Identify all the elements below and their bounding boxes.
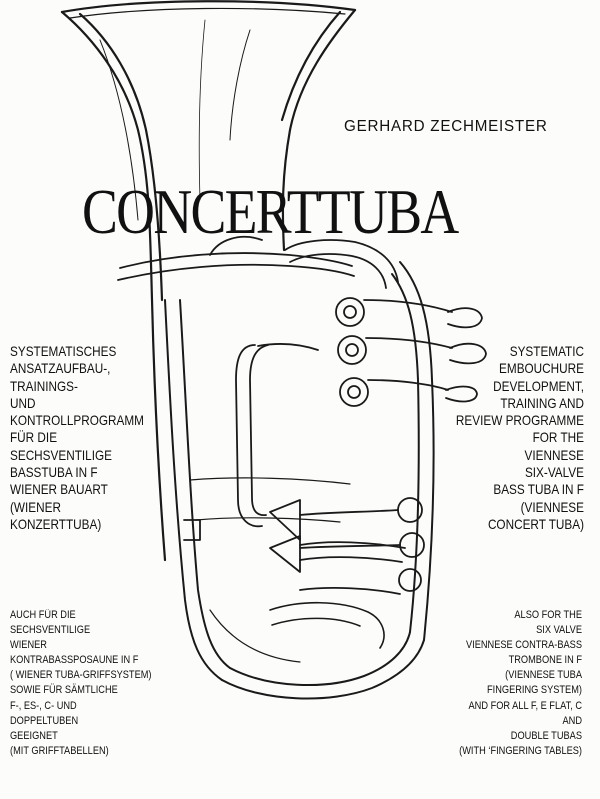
text-line: KONZERTTUBA) <box>10 515 102 532</box>
text-line: (MIT GRIFFTABELLEN) <box>10 744 109 757</box>
text-line: TROMBONE IN F <box>508 654 582 667</box>
text-line: UND <box>10 394 36 411</box>
tuba-bow <box>269 601 385 649</box>
text-line: TRAININGS- <box>10 377 78 394</box>
text-line: REVIEW PROGRAMME <box>455 412 584 429</box>
text-line: SOWIE FÜR SÄMTLICHE <box>10 684 118 697</box>
text-line: ANSATZAUFBAU-, <box>10 360 111 377</box>
text-line: ( WIENER TUBA-GRIFFSYSTEM) <box>10 669 152 682</box>
text-line: SYSTEMATIC <box>509 343 584 359</box>
text-line: EMBOUCHURE <box>499 360 584 377</box>
text-line: SIX-VALVE <box>524 464 584 481</box>
text-line: BASS TUBA IN F <box>493 481 584 498</box>
text-line: FOR THE <box>532 429 584 446</box>
text-line: SECHSVENTILIGE <box>10 624 91 637</box>
german-description: SYSTEMATISCHES ANSATZAUFBAU-, TRAININGS-… <box>10 343 161 533</box>
text-line: (VIENNESE <box>520 498 584 515</box>
text-line: GEEIGNET <box>10 729 58 742</box>
text-line: DEVELOPMENT, <box>493 377 584 394</box>
book-title: CONCERTTUBA <box>82 176 459 247</box>
text-line: KONTRABASSPOSAUNE IN F <box>10 654 139 667</box>
text-line: ALSO FOR THE <box>514 609 582 621</box>
text-line: SECHSVENTILIGE <box>10 446 112 463</box>
text-line: F-, ES-, C- UND <box>10 699 77 712</box>
text-line: SYSTEMATISCHES <box>10 343 117 359</box>
text-line: DOUBLE TUBAS <box>510 729 582 742</box>
text-line: TRAINING AND <box>500 394 584 411</box>
text-line: AUCH FÜR DIE <box>10 609 76 621</box>
text-line: FÜR DIE <box>10 429 58 446</box>
author-name: GERHARD ZECHMEISTER <box>344 118 548 135</box>
text-line: WIENER BAUART <box>10 481 108 498</box>
tuba-valves-lower <box>183 497 425 592</box>
text-line: (WITH ‘FINGERING TABLES) <box>459 744 582 757</box>
text-line: FINGERING SYSTEM) <box>487 684 582 697</box>
tuba-garland <box>117 235 355 281</box>
tuba-tubing <box>189 239 406 595</box>
text-line: VIENNESE <box>524 446 584 463</box>
text-line: AND <box>562 714 582 727</box>
text-line: CONCERT TUBA) <box>487 515 584 532</box>
text-line: KONTROLLPROGRAMM <box>10 412 144 429</box>
text-line: VIENNESE CONTRA-BASS <box>465 639 582 652</box>
text-line: (VIENNESE TUBA <box>505 669 582 682</box>
tuba-body <box>164 261 435 700</box>
text-line: WIENER <box>10 639 47 652</box>
german-additional-note: AUCH FÜR DIE SECHSVENTILIGE WIENER KONTR… <box>10 608 178 759</box>
text-line: SIX VALVE <box>536 624 582 637</box>
text-line: BASSTUBA IN F <box>10 464 98 481</box>
tuba-bell <box>60 0 357 562</box>
english-additional-note: ALSO FOR THE SIX VALVE VIENNESE CONTRA-B… <box>414 608 582 759</box>
tuba-valves-upper <box>335 297 487 407</box>
text-line: (WIENER <box>10 498 61 515</box>
english-description: SYSTEMATIC EMBOUCHURE DEVELOPMENT, TRAIN… <box>433 343 584 533</box>
text-line: DOPPELTUBEN <box>10 714 79 727</box>
text-line: AND FOR ALL F, E FLAT, C <box>468 699 582 712</box>
